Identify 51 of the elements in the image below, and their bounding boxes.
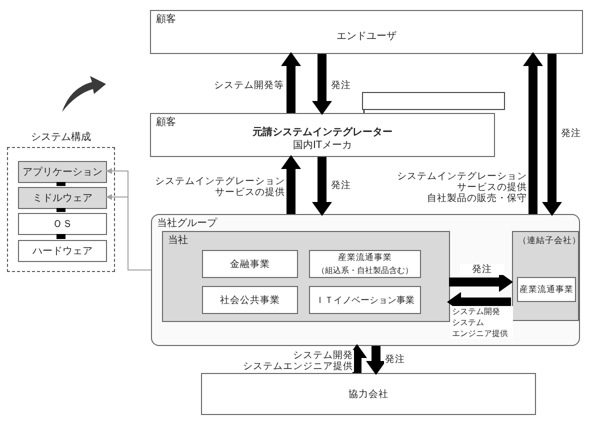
company-panel — [162, 231, 450, 322]
layer-box — [18, 240, 107, 262]
partner-box — [201, 373, 536, 415]
block-arrow — [281, 155, 301, 214]
arrow — [106, 194, 152, 270]
node-label: アプリケーション — [22, 166, 104, 178]
node-label: ハードウェア — [32, 246, 94, 258]
layer-box — [18, 161, 107, 183]
division-box — [202, 286, 298, 314]
layer-box — [18, 213, 107, 235]
node-label: 産業流通事業 — [337, 252, 393, 264]
heading-label: システム構成 — [30, 132, 92, 144]
division-box — [517, 277, 576, 302]
customer-panel — [150, 10, 583, 54]
node-label: 産業流通事業 — [518, 284, 574, 296]
block-arrow — [281, 52, 301, 113]
node-title: 元請システムインテグレーター — [252, 127, 394, 139]
node-label: ミドルウェア — [32, 192, 94, 204]
node-label: 国内ITメーカ — [292, 140, 354, 152]
block-arrow — [523, 52, 543, 214]
connector-bar — [56, 208, 66, 212]
block-arrow — [312, 157, 332, 216]
node-label: エンドユーザ — [336, 30, 398, 42]
heading-label: 当社グループ — [157, 218, 217, 230]
block-arrow — [366, 346, 386, 375]
customer-panel — [150, 113, 495, 157]
division-box — [202, 250, 298, 278]
node-label: 社会公共事業 — [219, 294, 281, 306]
node-label: ＩＴイノベーション事業 — [314, 294, 416, 306]
layer-box — [18, 187, 107, 209]
block-arrow — [312, 54, 332, 115]
node-label: （組込系・自社製品含む） — [316, 265, 414, 277]
heading-label: 当社 — [168, 235, 188, 247]
heading-label: （連結子会社） — [518, 235, 581, 247]
node-label: 協力会社 — [348, 388, 390, 400]
node-label: ＯＳ — [52, 218, 74, 230]
edge-label: 発注 — [460, 264, 504, 275]
block-arrow — [449, 272, 513, 292]
heading-label: 顧客 — [156, 117, 176, 129]
division-box — [309, 250, 421, 278]
block-arrow — [542, 54, 562, 216]
callout-box — [362, 92, 505, 110]
connector-bar — [56, 234, 66, 239]
division-box — [309, 286, 421, 314]
node-label: 金融事業 — [229, 258, 271, 270]
edge-label: システムインテグレーションサービスの提供自社製品の販売・保守 — [396, 171, 528, 204]
edge-label: システム開発システムエンジニア提供 — [451, 306, 513, 339]
heading-label: 顧客 — [156, 14, 176, 26]
subsidiary-panel — [512, 231, 579, 321]
connector-bar — [56, 182, 66, 186]
group-panel — [151, 214, 580, 346]
